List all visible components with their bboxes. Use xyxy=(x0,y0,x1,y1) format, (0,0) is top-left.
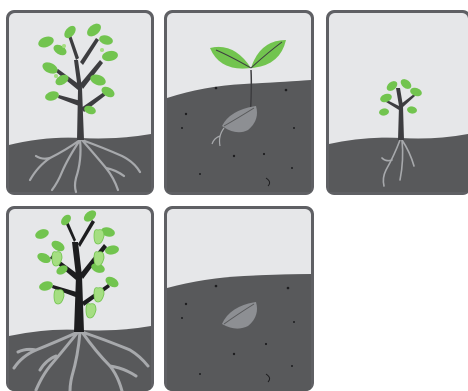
panel-young-tree xyxy=(6,10,154,195)
panel-sprouting-seed xyxy=(164,10,314,195)
panel-seed-in-soil xyxy=(164,206,314,391)
seed-in-soil-illustration xyxy=(164,206,314,391)
panel-fruiting-tree xyxy=(6,206,154,391)
sprouting-seed-illustration xyxy=(164,10,314,195)
soil xyxy=(167,80,311,192)
panel-sapling xyxy=(326,10,468,195)
fruiting-tree-illustration xyxy=(6,206,154,391)
young-tree-illustration xyxy=(6,10,154,195)
sapling-illustration xyxy=(326,10,468,195)
soil xyxy=(167,274,311,391)
